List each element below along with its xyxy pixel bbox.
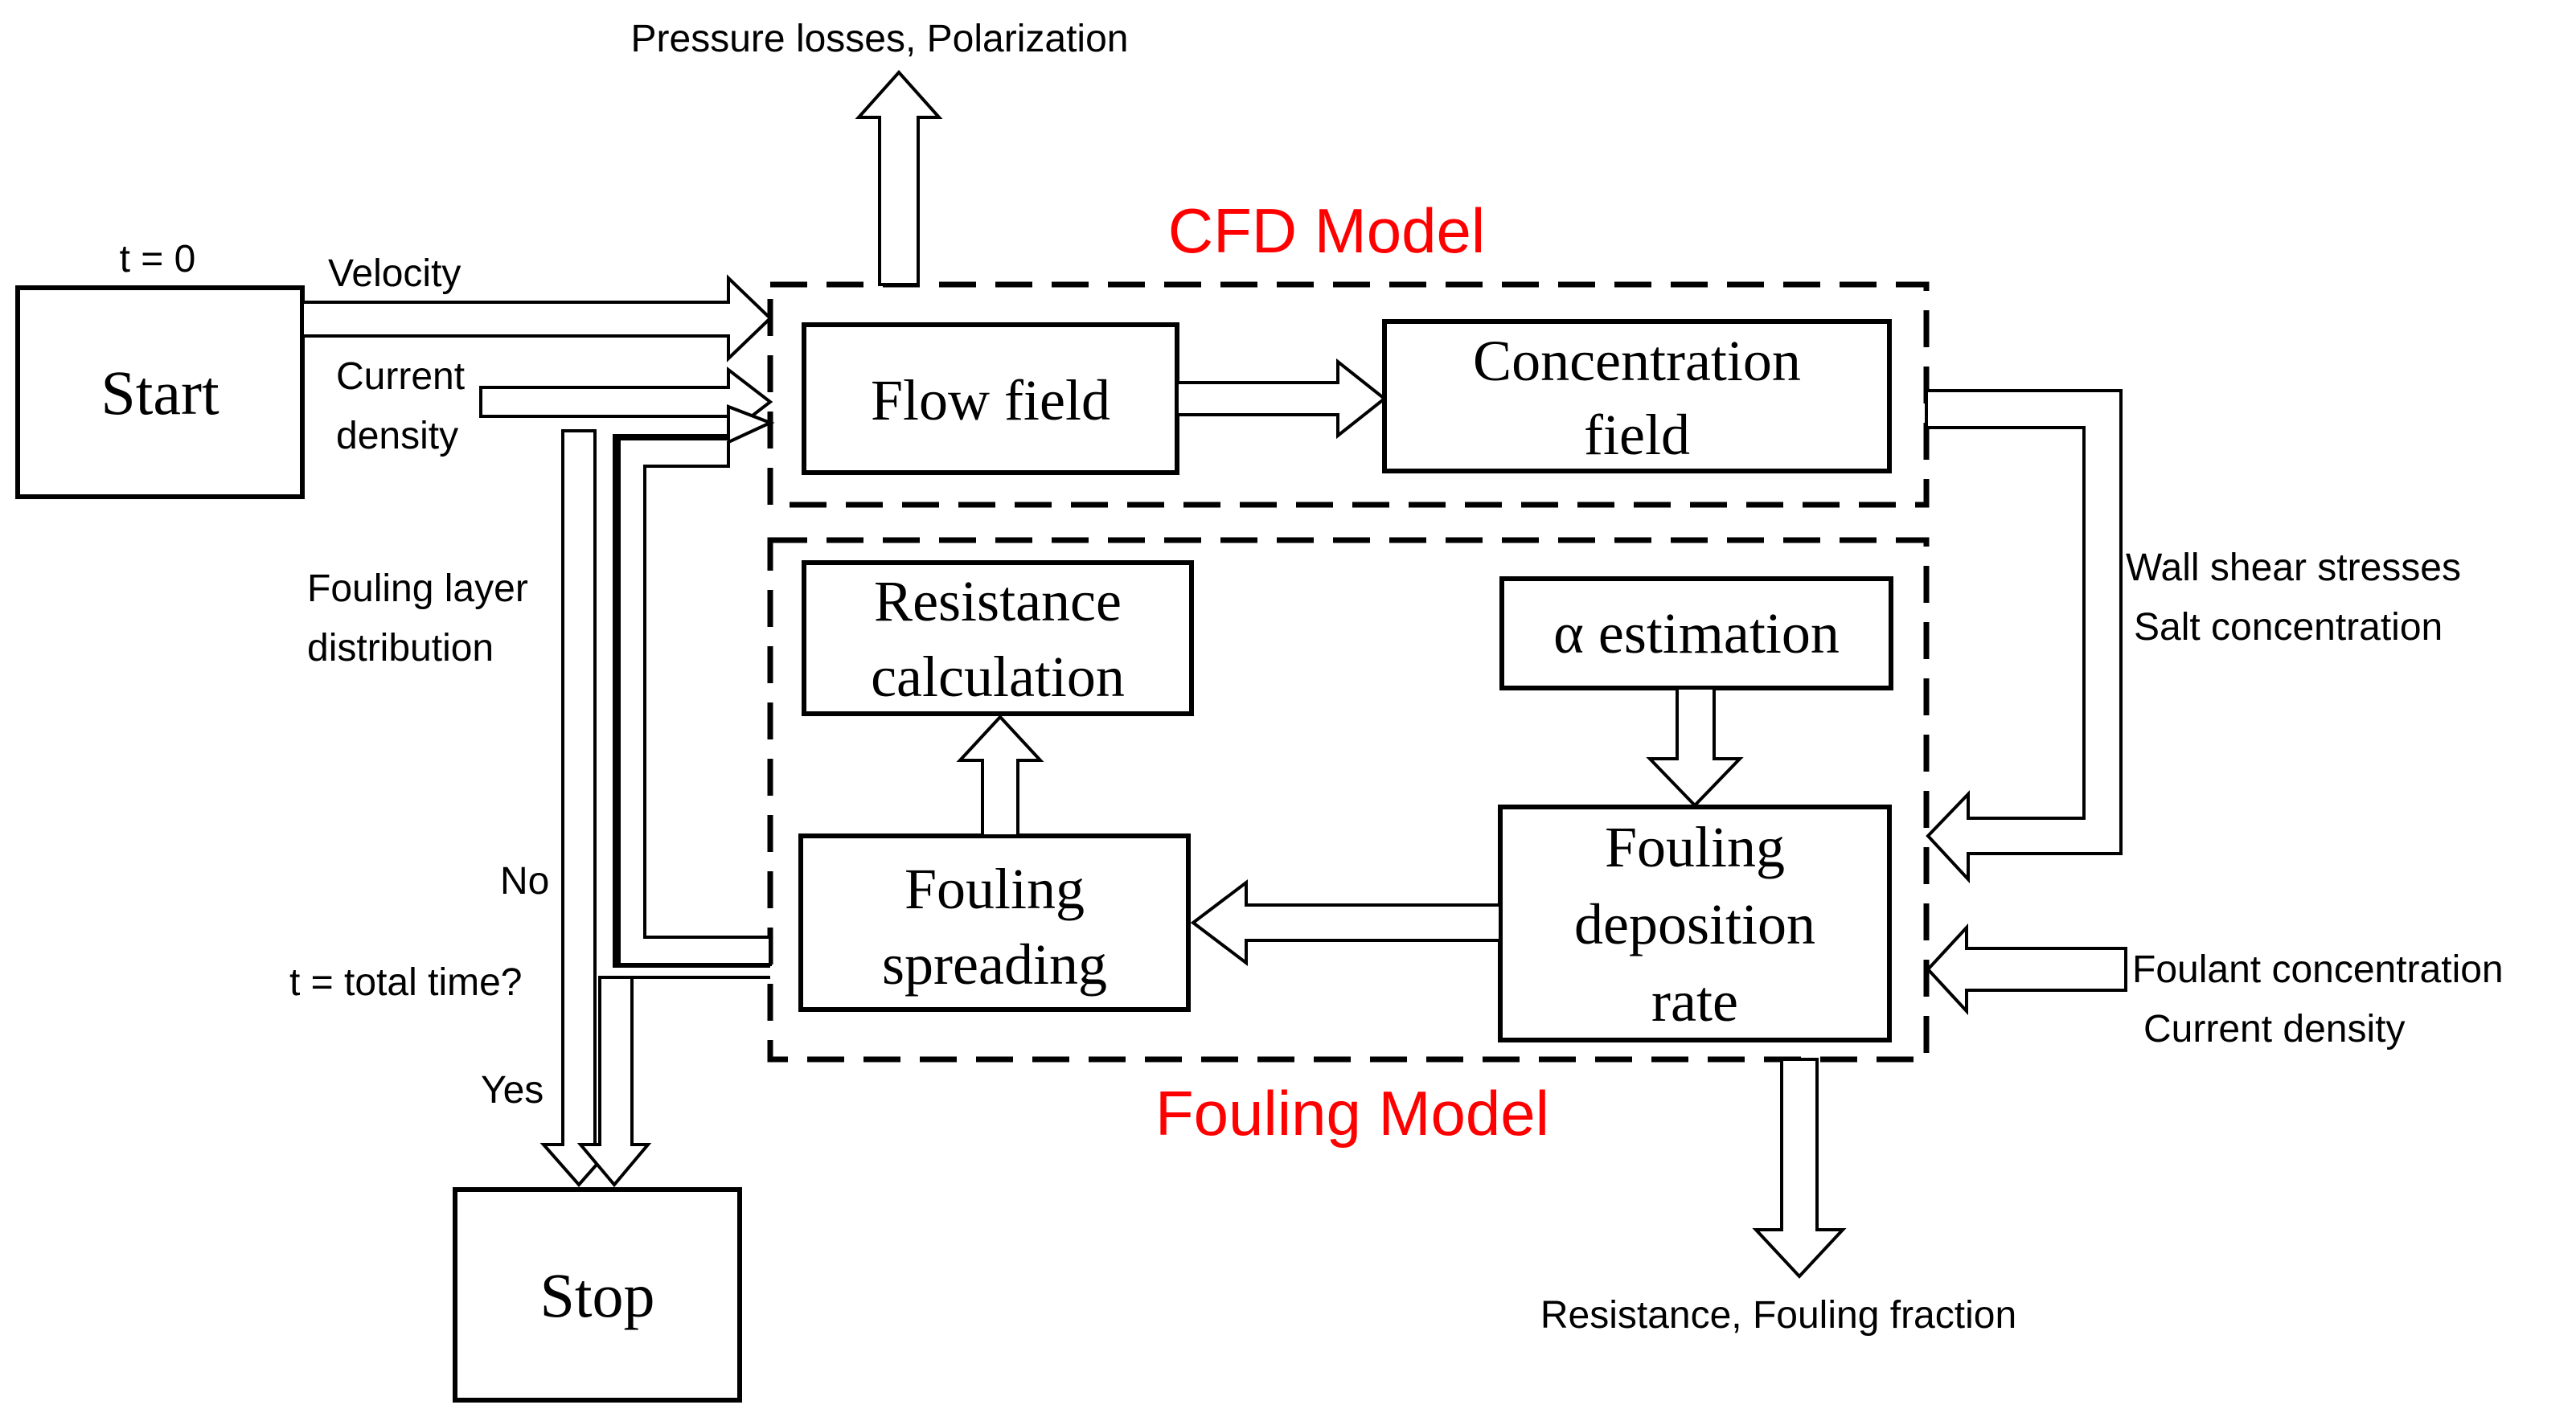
fouling-model-title: Fouling Model — [1155, 1078, 1549, 1149]
fouling-deposition-label-line1: Fouling — [1605, 815, 1785, 879]
arrow-decision-to-stop — [576, 976, 770, 1188]
foulant-label-line2: Current density — [2143, 1008, 2405, 1051]
velocity-label: Velocity — [328, 252, 461, 295]
alpha-estimation-box — [1499, 576, 1893, 690]
fouling-spreading-label-line2: spreading — [882, 932, 1107, 997]
resistance-output-label: Resistance, Fouling fraction — [1540, 1294, 2016, 1337]
yes-label: Yes — [481, 1069, 544, 1112]
fouling-layer-label-line2: distribution — [307, 627, 494, 670]
fouling-deposition-label-line2: deposition — [1574, 892, 1815, 956]
wall-shear-label-line1: Wall shear stresses — [2126, 547, 2461, 589]
fouling-layer-label-line1: Fouling layer — [307, 567, 528, 610]
resistance-label-line1: Resistance — [874, 569, 1122, 633]
arrow-loop-into-cfd — [617, 404, 775, 966]
stop-box — [453, 1187, 742, 1403]
pressure-losses-label: Pressure losses, Polarization — [631, 18, 1129, 60]
wall-shear-label-line2: Salt concentration — [2134, 606, 2443, 649]
flow-field-label: Flow field — [871, 368, 1110, 432]
foulant-label-line1: Foulant concentration — [2132, 948, 2504, 991]
stop-label: Stop — [539, 1260, 654, 1330]
current-density-label-line2: density — [336, 415, 458, 457]
concentration-field-label-line1: Concentration — [1473, 329, 1801, 393]
concentration-field-box — [1382, 319, 1892, 473]
no-label: No — [500, 860, 549, 903]
arrow-deposition-to-spreading — [1190, 879, 1502, 967]
resistance-calculation-box — [802, 560, 1194, 716]
start-label: Start — [100, 358, 219, 428]
fouling-deposition-label-line3: rate — [1651, 969, 1738, 1034]
t-zero-label: t = 0 — [120, 238, 196, 281]
current-density-label-line1: Current — [336, 355, 465, 398]
arrow-concentration-to-deposition — [1925, 389, 2123, 884]
arrow-cfd-to-pressure-losses — [855, 69, 943, 286]
start-box — [15, 285, 305, 499]
alpha-estimation-label: α estimation — [1553, 601, 1840, 666]
fouling-spreading-box — [798, 833, 1191, 1012]
fouling-spreading-label-line1: Fouling — [904, 857, 1085, 921]
arrow-foulant-to-deposition — [1926, 923, 2127, 1016]
total-time-question: t = total time? — [289, 961, 522, 1004]
arrow-flow-to-concentration — [1175, 358, 1388, 440]
fouling-deposition-box — [1498, 805, 1892, 1042]
concentration-field-label-line2: field — [1584, 403, 1690, 467]
arrow-fouling-to-output — [1752, 1058, 1847, 1279]
fouling-model-region — [767, 537, 1930, 1063]
arrow-spreading-to-resistance — [956, 715, 1044, 838]
resistance-label-line2: calculation — [871, 645, 1125, 709]
cfd-model-title: CFD Model — [1168, 195, 1485, 266]
arrow-velocity-to-cfd — [301, 274, 773, 362]
arrow-alpha-to-deposition — [1646, 686, 1744, 808]
